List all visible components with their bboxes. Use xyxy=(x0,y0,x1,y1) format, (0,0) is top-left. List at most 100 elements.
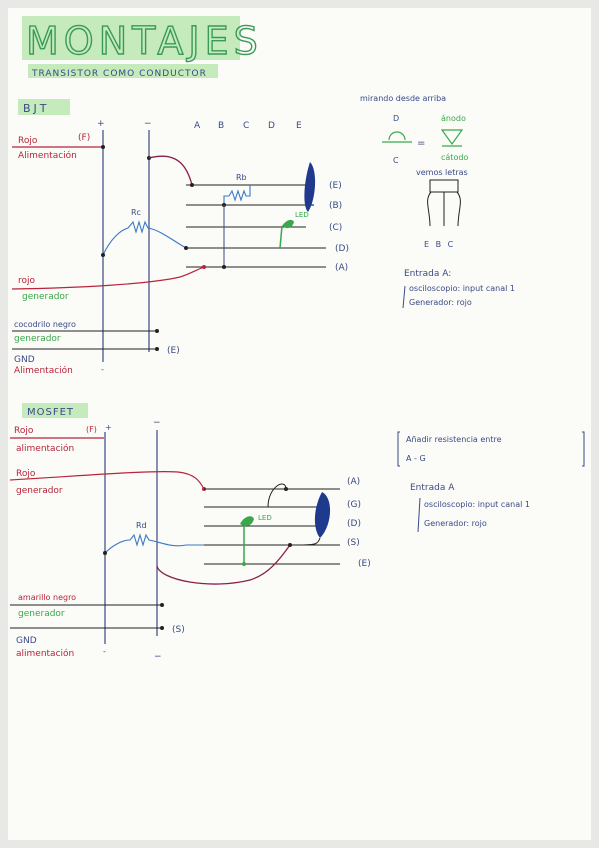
mosfet-alimentacion2: alimentación xyxy=(16,648,74,659)
mosfet-rojo2-label: Rojo xyxy=(16,469,36,479)
bjt-brace xyxy=(402,285,406,309)
mosfet-alimentacion: alimentación xyxy=(16,443,74,454)
mosfet-maroon-wire xyxy=(156,544,291,585)
bjt-pin-e xyxy=(427,191,432,227)
bjt-col-e: E xyxy=(296,121,302,131)
bjt-plus: + xyxy=(97,119,105,129)
mosfet-source-leg xyxy=(299,537,321,546)
subtitle-highlight xyxy=(28,64,218,78)
bjt-col-a: A xyxy=(194,121,201,131)
bjt-alimentacion: Alimentación xyxy=(18,150,77,161)
bjt-osc: osciloscopio: input canal 1 xyxy=(409,284,515,293)
bjt-catodo: cátodo xyxy=(441,153,468,162)
bjt-ebc: E B C xyxy=(424,240,455,249)
bjt-alimentacion2: Alimentación xyxy=(14,365,73,376)
bjt-rojo2-label: rojo xyxy=(18,276,36,286)
bjt-node xyxy=(222,265,226,269)
bjt-rc-resistor xyxy=(102,220,187,256)
bjt-row-label-d: (D) xyxy=(335,244,349,254)
bjt-col-d: D xyxy=(268,121,275,131)
bjt-generador-label: generador xyxy=(22,292,69,302)
bjt-cocodrilo-label: cocodrilo negro xyxy=(14,320,76,329)
mosfet-gnd-minus: - xyxy=(103,647,106,656)
mosfet-amarillo: amarillo negro xyxy=(18,593,76,602)
paper-sheet xyxy=(8,8,591,840)
mosfet-red-wire xyxy=(9,471,205,490)
bjt-node xyxy=(155,347,159,351)
mosfet-node xyxy=(288,543,292,547)
mosfet-node xyxy=(160,603,164,607)
bjt-gnd-label: GND xyxy=(14,355,35,365)
bjt-node xyxy=(101,253,105,257)
mosfet-jumper-loop xyxy=(267,483,287,508)
mosfet-row-label-s: (S) xyxy=(347,538,360,548)
mosfet-generador: generador xyxy=(16,486,63,496)
page-subtitle: TRANSISTOR COMO CONDUCTOR xyxy=(31,69,207,79)
mosfet-row-label-g: (G) xyxy=(347,500,361,510)
bjt-highlight xyxy=(18,99,70,115)
mosfet-node xyxy=(103,551,107,555)
mosfet-node xyxy=(160,626,164,630)
bjt-col-b: B xyxy=(218,121,224,131)
bjt-row-label-a: (A) xyxy=(335,263,348,273)
bjt-mirando: mirando desde arriba xyxy=(360,94,446,103)
mosfet-node xyxy=(242,562,246,566)
bjt-led-leg xyxy=(279,225,283,249)
mosfet-node xyxy=(284,487,288,491)
bjt-rojo-label: Rojo xyxy=(18,136,38,146)
bjt-maroon-wire xyxy=(148,155,193,186)
mosfet-minus: − xyxy=(153,418,161,428)
bjt-node xyxy=(190,183,194,187)
mosfet-plus: + xyxy=(105,423,112,432)
mosfet-rd-label: Rd xyxy=(136,521,147,530)
mosfet-row-label-d: (D) xyxy=(347,519,361,529)
bjt-red-wire xyxy=(11,266,205,290)
mosfet-gnd-label: GND xyxy=(16,636,37,646)
mosfet-bracket-left xyxy=(397,431,400,467)
mosfet-label: MOSFET xyxy=(27,407,74,418)
bjt-d-letter: D xyxy=(393,114,399,123)
bjt-rc-label: Rc xyxy=(131,208,141,217)
bjt-diode-symbol-icon xyxy=(388,131,406,141)
bjt-anodo: ánodo xyxy=(441,114,466,123)
bjt-minus: − xyxy=(144,119,152,129)
bjt-led xyxy=(282,219,294,229)
bjt-generador2-label: generador xyxy=(14,334,61,344)
title-highlight xyxy=(22,16,240,60)
bjt-row-label-e: (E) xyxy=(329,181,342,191)
bjt-rb-resistor xyxy=(223,185,251,205)
bjt-node xyxy=(184,246,188,250)
bjt-e-mark: (E) xyxy=(167,346,180,356)
mosfet-rd-resistor xyxy=(104,533,204,554)
bjt-node xyxy=(101,145,105,149)
mosfet-rojo-label: Rojo xyxy=(14,426,34,436)
mosfet-brace xyxy=(417,497,421,533)
bjt-col-c: C xyxy=(243,121,249,131)
bjt-transistor xyxy=(304,162,316,212)
mosfet-s-mark: (S) xyxy=(172,625,185,635)
bjt-row-label-b: (B) xyxy=(329,201,342,211)
mosfet-row-label-e: (E) xyxy=(358,559,371,569)
bjt-gnd-minus: - xyxy=(101,365,104,374)
bjt-vemos: vemos letras xyxy=(416,168,468,177)
bjt-led-label: LED xyxy=(295,211,309,219)
mosfet-highlight xyxy=(22,403,88,418)
page-title: MONTAJES xyxy=(26,19,263,63)
bjt-gen: Generador: rojo xyxy=(409,298,472,307)
mosfet-osc: osciloscopio: input canal 1 xyxy=(424,500,530,509)
mosfet-generador2: generador xyxy=(18,609,65,619)
mosfet-row-label-a: (A) xyxy=(347,477,360,487)
mosfet-f-mark: (F) xyxy=(86,425,97,434)
mosfet-anadir-1: Añadir resistencia entre xyxy=(406,435,502,444)
mosfet-bracket-right xyxy=(582,431,585,467)
bjt-rb-label: Rb xyxy=(236,173,247,182)
bjt-row-label-c: (C) xyxy=(329,223,342,233)
bjt-label: BJT xyxy=(23,102,50,115)
bjt-triangle-icon xyxy=(440,129,464,146)
mosfet-led xyxy=(240,516,254,527)
mosfet-minus2: − xyxy=(154,652,162,662)
bjt-pin-c xyxy=(456,191,461,227)
bjt-c-letter: C xyxy=(393,156,399,165)
bjt-entrada: Entrada A: xyxy=(404,269,451,279)
